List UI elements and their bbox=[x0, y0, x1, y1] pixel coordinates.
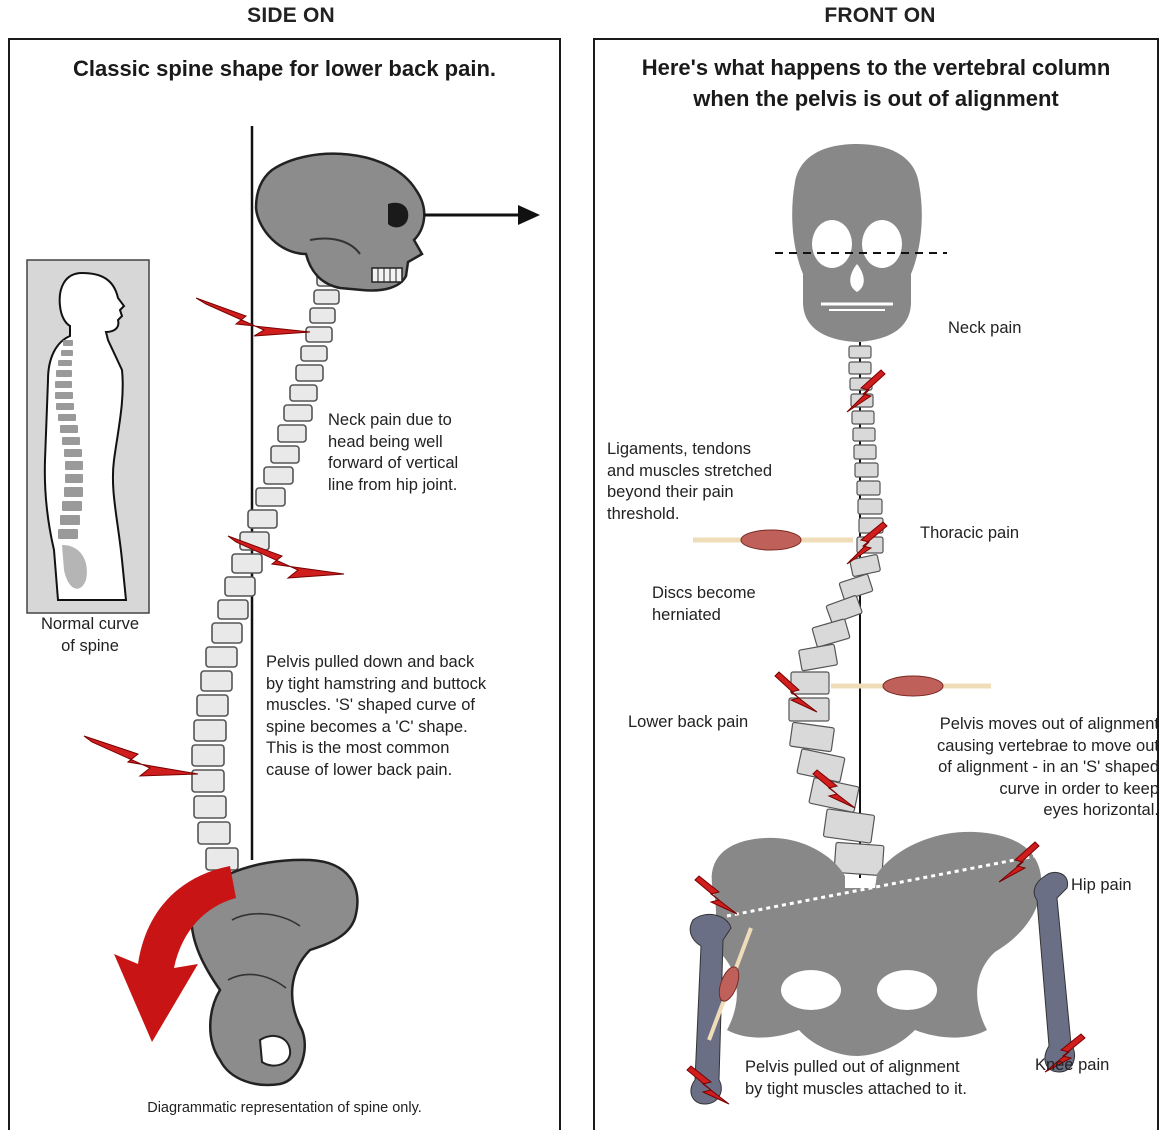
front-on-panel: Here's what happens to the vertebral col… bbox=[593, 38, 1159, 1130]
normal-curve-inset bbox=[27, 260, 149, 613]
side-on-header: SIDE ON bbox=[141, 4, 441, 28]
discs-herniated-note: Discs become herniated bbox=[652, 583, 802, 626]
tight-muscles-note: Pelvis pulled out of alignment by tight … bbox=[745, 1057, 1035, 1100]
thoracic-pain-label: Thoracic pain bbox=[920, 523, 1019, 545]
normal-curve-caption: Normal curve of spine bbox=[30, 614, 150, 657]
lower-back-pain-label: Lower back pain bbox=[628, 712, 748, 734]
side-on-panel: Classic spine shape for lower back pain. bbox=[8, 38, 561, 1130]
hip-pain-label: Hip pain bbox=[1071, 875, 1132, 897]
pelvis-pulled-note: Pelvis pulled down and back by tight ham… bbox=[266, 652, 556, 781]
front-on-header: FRONT ON bbox=[730, 4, 1030, 28]
forward-arrow-icon bbox=[424, 205, 540, 225]
neck-pain-label: Neck pain bbox=[948, 318, 1021, 340]
ligaments-note: Ligaments, tendons and muscles stretched… bbox=[607, 439, 827, 525]
neck-pain-note: Neck pain due to head being well forward… bbox=[328, 410, 548, 496]
muscle-icon bbox=[693, 530, 853, 550]
skull-icon bbox=[256, 154, 424, 291]
skull-icon bbox=[792, 144, 922, 342]
pelvis-alignment-note: Pelvis moves out of alignment causing ve… bbox=[887, 714, 1159, 822]
knee-pain-label: Knee pain bbox=[1035, 1055, 1109, 1077]
diagrammatic-footer: Diagrammatic representation of spine onl… bbox=[10, 1098, 559, 1120]
side-on-illustration bbox=[10, 40, 559, 1130]
muscle-icon bbox=[831, 676, 991, 696]
